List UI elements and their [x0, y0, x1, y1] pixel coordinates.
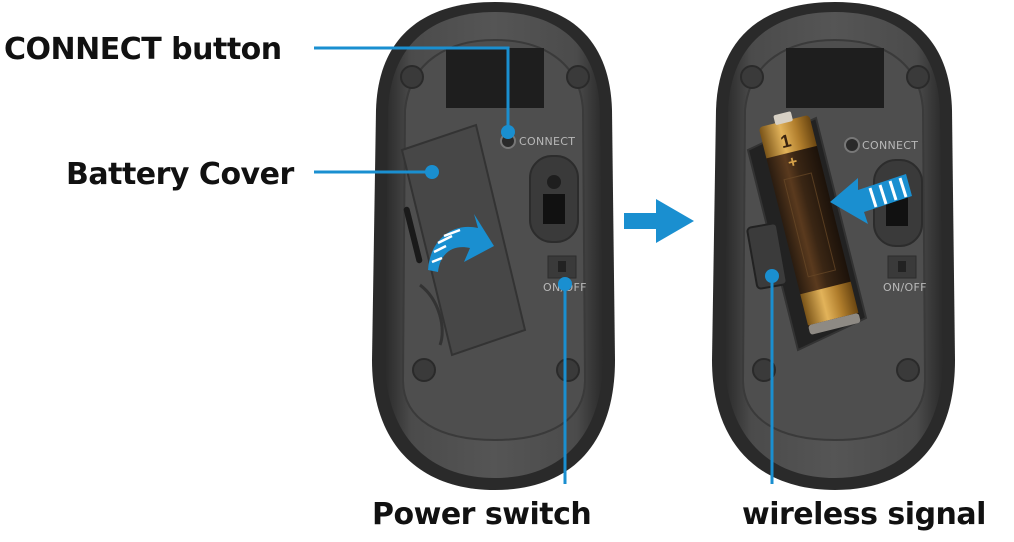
insert-arrow-icon [830, 174, 912, 224]
mouse-right: CONNECT ON/OFF 1 + [712, 2, 955, 490]
onoff-label-right: ON/OFF [883, 281, 927, 294]
connect-label-left: CONNECT [519, 135, 575, 148]
callout-power-switch: Power switch [372, 497, 592, 532]
mouse-left: CONNECT ON/OFF [372, 2, 615, 490]
leader-wireless-signal [765, 269, 779, 484]
callout-battery-cover: Battery Cover [66, 157, 294, 192]
arrow-right-icon [624, 199, 694, 243]
curved-arrow-icon [428, 214, 494, 272]
leader-power-switch [558, 277, 572, 484]
leader-battery-cover [314, 165, 439, 179]
callout-connect-button: CONNECT button [4, 32, 282, 67]
leader-connect [314, 46, 515, 139]
callout-wireless-signal: wireless signal [742, 497, 986, 532]
connect-label-right: CONNECT [862, 139, 918, 152]
aa-battery: 1 + [759, 111, 861, 335]
battery-cell-label: 1 [779, 130, 794, 152]
battery-plus-sign: + [786, 153, 799, 172]
